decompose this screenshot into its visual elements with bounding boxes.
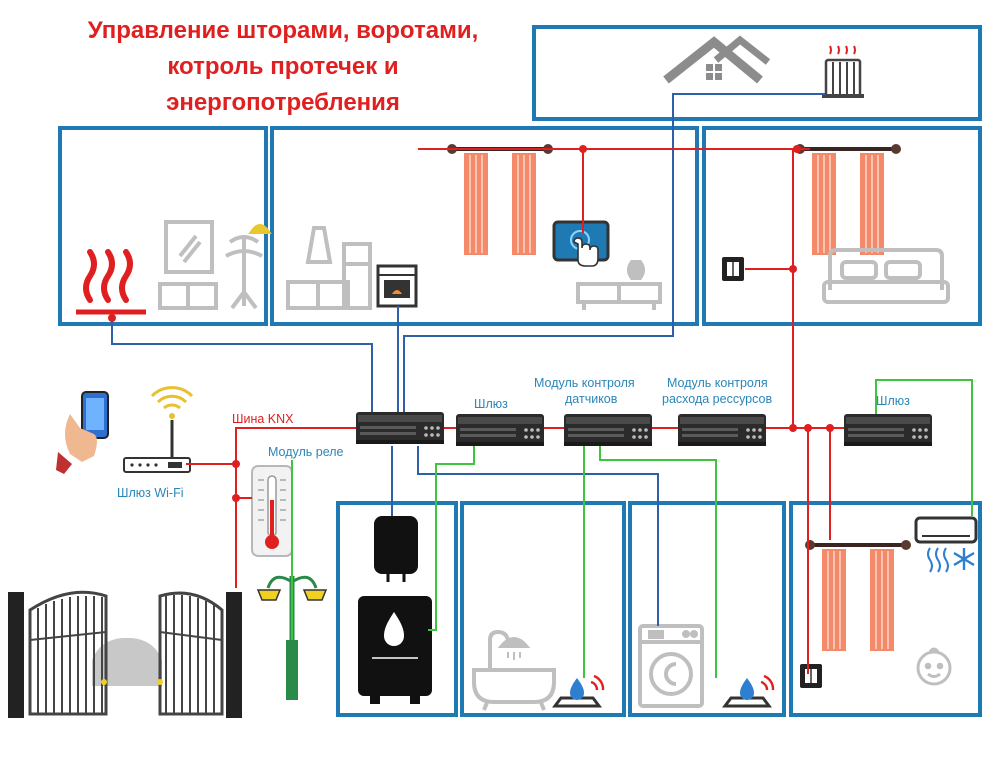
touch-panel-icon xyxy=(552,220,610,267)
wifi-router-icon xyxy=(123,386,194,473)
title-line-2: котроль протечек и xyxy=(167,53,399,80)
bathtub-icon xyxy=(472,629,556,711)
bedroom-switch-icon xyxy=(721,256,745,282)
resource-control-module xyxy=(678,414,766,446)
gateway-1-label: Шлюз xyxy=(474,397,508,411)
laundry-room xyxy=(628,501,786,717)
bed-icon xyxy=(822,248,950,304)
resource-module-label-1: Модуль контроля xyxy=(667,376,768,390)
title-line-3: энергопотребления xyxy=(166,89,400,116)
oven-icon xyxy=(376,264,418,308)
wifi-gateway-label: Шлюз Wi-Fi xyxy=(117,486,184,500)
sensor-control-module xyxy=(564,414,652,446)
green-wires xyxy=(291,379,973,678)
water-heater-icon xyxy=(374,516,418,582)
air-conditioner-icon xyxy=(914,516,978,573)
gateway-module-1 xyxy=(456,414,544,446)
boiler-icon xyxy=(358,596,432,704)
laundry-leak-sensor-icon xyxy=(723,674,775,708)
gateway-module-2 xyxy=(844,414,932,446)
nursery-switch-icon xyxy=(799,663,823,689)
smartphone-hand-icon xyxy=(56,391,109,474)
house-icon xyxy=(663,35,771,84)
kitchen-room xyxy=(270,126,699,326)
kitchen-curtains-icon xyxy=(445,142,555,257)
gateway-2-label: Шлюз xyxy=(876,394,910,408)
floor-heating-icon xyxy=(76,249,146,315)
roof-frame xyxy=(532,25,982,121)
dresser-mirror-icon xyxy=(158,220,218,310)
knx-junction-dots xyxy=(108,145,834,502)
boiler-room xyxy=(336,501,458,717)
resource-module-label-2: расхода рессурсов xyxy=(662,392,773,406)
blue-wires xyxy=(111,93,825,626)
baby-face-icon xyxy=(916,647,952,686)
bedroom-room xyxy=(702,126,982,326)
room-frames xyxy=(58,25,982,717)
radiator-icon xyxy=(822,45,864,98)
kitchen-furniture-icon xyxy=(286,226,372,310)
nursery-curtains-icon xyxy=(803,538,913,653)
title-line-1: Управление шторами, воротами, xyxy=(87,17,479,44)
hallway-room xyxy=(58,126,268,326)
bathroom-leak-sensor-icon xyxy=(553,674,605,708)
washing-machine-icon xyxy=(638,624,704,708)
bedroom-curtains-icon xyxy=(793,142,903,257)
knx-bus-label: Шина KNX xyxy=(232,412,294,426)
sensor-module-label-2: датчиков xyxy=(565,392,618,406)
coat-rack-icon xyxy=(225,224,272,310)
bathroom-room xyxy=(460,501,626,717)
gate-with-car-icon xyxy=(8,590,242,718)
tv-stand-icon xyxy=(576,260,662,310)
nursery-room xyxy=(789,501,982,717)
thermometer-icon xyxy=(251,465,293,557)
sensor-module-label-1: Модуль контроля xyxy=(534,376,635,390)
relay-module-label: Модуль реле xyxy=(268,445,344,459)
relay-module xyxy=(356,412,444,444)
